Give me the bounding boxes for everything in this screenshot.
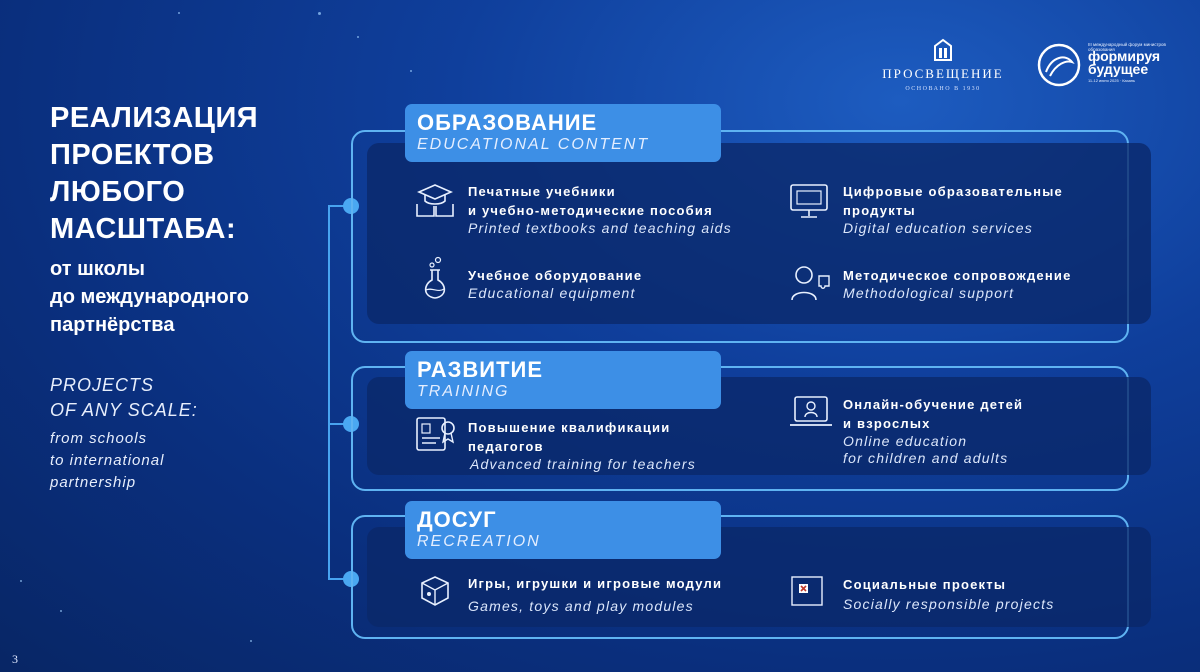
forum-name: формируя будущее <box>1088 48 1161 77</box>
item-subtitle: Games, toys and play modules <box>468 598 694 614</box>
sparkle <box>250 640 252 642</box>
section-title-en: TRAINING <box>417 383 510 400</box>
item-title: Онлайн-обучение детей <box>843 397 1024 412</box>
toy-cube-icon <box>421 576 449 606</box>
item-printed-textbooks: Печатные учебники и учебно-методические … <box>468 182 732 237</box>
item-subtitle: Printed textbooks and teaching aids <box>468 220 732 236</box>
title-line: РЕАЛИЗАЦИЯ <box>50 102 259 134</box>
forum-emblem-icon <box>1037 43 1081 87</box>
sparkle <box>178 12 180 14</box>
prosveshchenie-logo: ПРОСВЕЩЕНИЕ ОСНОВАНО В 1930 <box>873 38 1013 92</box>
item-methodological: Методическое сопровождение Methodologica… <box>843 266 1072 302</box>
item-title: и взрослых <box>843 416 931 431</box>
subtitle-en-line: to international <box>50 452 165 469</box>
section-training-label: РАЗВИТИЕ TRAINING <box>405 351 721 409</box>
item-equipment: Учебное оборудование Educational equipme… <box>468 266 642 302</box>
bracket-connector <box>328 423 350 425</box>
social-projects-icon <box>791 576 823 606</box>
page-subtitle-en: from schools to international partnershi… <box>50 428 164 494</box>
item-subtitle: Socially responsible projects <box>843 596 1055 612</box>
flask-icon <box>424 256 446 299</box>
sparkle <box>60 610 62 612</box>
section-recreation-label: ДОСУГ RECREATION <box>405 501 721 559</box>
bracket-line <box>328 205 330 578</box>
section-title-en: RECREATION <box>417 533 541 550</box>
subtitle-line: до международного <box>50 286 250 308</box>
section-title: ДОСУГ <box>417 507 497 532</box>
certificate-icon <box>416 417 455 451</box>
logo-name: ПРОСВЕЩЕНИЕ <box>882 66 1004 81</box>
graduation-book-icon <box>416 184 454 217</box>
item-title: педагогов <box>468 439 544 454</box>
item-digital-products: Цифровые образовательные продукты Digita… <box>843 182 1063 237</box>
title-line: ПРОЕКТОВ <box>50 139 215 171</box>
item-games-toys: Игры, игрушки и игровые модули Games, to… <box>468 574 722 615</box>
forum-top-text: III международный форум министров образо… <box>1088 42 1166 52</box>
section-title: ОБРАЗОВАНИЕ <box>417 110 598 135</box>
page-title-en: PROJECTS OF ANY SCALE: <box>50 373 198 423</box>
bracket-connector <box>328 578 350 580</box>
item-title: Повышение квалификации <box>468 420 671 435</box>
item-social-projects: Социальные проекты Socially responsible … <box>843 575 1054 613</box>
item-title: Учебное оборудование <box>468 268 643 283</box>
item-subtitle: Educational equipment <box>468 285 636 301</box>
item-subtitle: Digital education services <box>843 220 1033 236</box>
item-subtitle: Online education <box>843 433 968 449</box>
item-subtitle: Advanced training for teachers <box>470 456 696 472</box>
monitor-icon <box>790 184 828 218</box>
subtitle-line: от школы <box>50 258 145 280</box>
item-online-education: Онлайн-обучение детей и взрослых Online … <box>843 395 1023 467</box>
forum-name-line: будущее <box>1088 61 1149 77</box>
title-line: МАСШТАБА: <box>50 213 237 245</box>
subtitle-en-line: partnership <box>50 474 137 491</box>
sparkle <box>318 12 321 15</box>
subtitle-en-line: from schools <box>50 430 148 447</box>
section-education-label: ОБРАЗОВАНИЕ EDUCATIONAL CONTENT <box>405 104 721 162</box>
item-subtitle: Methodological support <box>843 285 1015 301</box>
item-title: продукты <box>843 203 916 218</box>
section-education-panel <box>367 143 1151 324</box>
item-title: Игры, игрушки и игровые модули <box>468 576 723 591</box>
section-title: РАЗВИТИЕ <box>417 357 544 382</box>
subtitle-line: партнёрства <box>50 314 175 336</box>
item-subtitle: for children and adults <box>843 450 1009 466</box>
forum-name-line: формируя <box>1088 48 1161 64</box>
forum-logo: III международный форум министров образо… <box>1036 40 1166 90</box>
section-title-en: EDUCATIONAL CONTENT <box>417 136 650 153</box>
title-en-line: PROJECTS <box>50 375 155 395</box>
bracket-connector <box>328 205 350 207</box>
page-title: РЕАЛИЗАЦИЯ ПРОЕКТОВ ЛЮБОГО МАСШТАБА: <box>50 100 350 248</box>
page-number: 3 <box>12 652 18 666</box>
title-en-line: OF ANY SCALE: <box>50 400 198 420</box>
sparkle <box>357 36 359 38</box>
page-subtitle: от школы до международного партнёрства <box>50 255 350 339</box>
title-line: ЛЮБОГО <box>50 176 186 208</box>
laptop-user-icon <box>790 396 832 426</box>
item-teacher-training: Повышение квалификации педагогов Advance… <box>468 418 696 473</box>
sparkle <box>20 580 22 582</box>
item-title: Методическое сопровождение <box>843 268 1072 283</box>
logo-since: ОСНОВАНО В 1930 <box>905 86 981 92</box>
teacher-puzzle-icon <box>791 266 830 301</box>
prosveshchenie-emblem-icon <box>934 38 952 61</box>
forum-date: 11-12 июня 2025 · Казань <box>1088 78 1136 83</box>
item-title: Цифровые образовательные <box>843 184 1063 199</box>
item-title: Печатные учебники <box>468 184 616 199</box>
item-title: Социальные проекты <box>843 577 1007 592</box>
sparkle <box>410 70 412 72</box>
item-title: и учебно-методические пособия <box>468 203 713 218</box>
